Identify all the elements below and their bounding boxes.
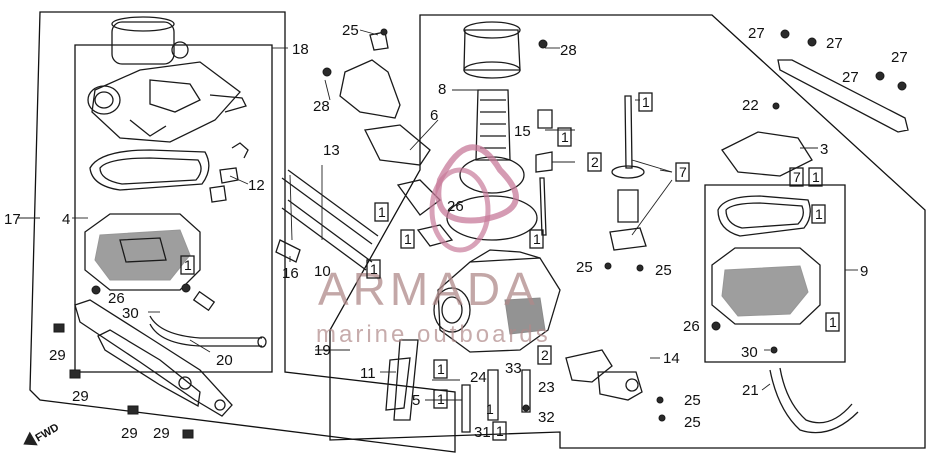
fwd-arrow-icon <box>23 431 38 446</box>
part-label: 7 <box>679 164 687 180</box>
part-label: 29 <box>72 388 89 405</box>
part-label: 10 <box>314 263 331 280</box>
part-label: 1 <box>404 231 412 247</box>
fwd-indicator: FWD <box>23 421 61 446</box>
part-label: 27 <box>891 49 908 66</box>
watermark-subtitle: marine outboards <box>316 321 551 348</box>
part-label: 8 <box>438 81 446 98</box>
part-label: 30 <box>122 305 139 322</box>
part-label: 25 <box>342 22 359 39</box>
carb-main-body-drawing <box>433 249 561 353</box>
part-label: 1 <box>815 206 823 222</box>
part-label: 1 <box>370 261 378 277</box>
part-label: 1 <box>496 423 504 439</box>
part-label: 25 <box>576 259 593 276</box>
part-label: 1 <box>561 129 569 145</box>
part-label: 26 <box>447 198 464 215</box>
accelerator-pump-drawing <box>565 349 643 401</box>
left-assembly-frame <box>29 11 456 453</box>
part-label: 7 <box>793 169 801 185</box>
jet-parts-drawing <box>91 142 249 312</box>
part-label: 13 <box>323 142 340 159</box>
fwd-label: FWD <box>33 421 61 444</box>
watermark-title: ARMADA <box>318 263 539 315</box>
part-label: 28 <box>560 42 577 59</box>
part-label: 19 <box>314 342 331 359</box>
part-label: 30 <box>741 344 758 361</box>
part-label: 33 <box>505 360 522 377</box>
part-label: 5 <box>412 392 420 409</box>
part-label: 1 <box>642 94 650 110</box>
part-label: 15 <box>514 123 531 140</box>
part-labels: 1 1 1 1 1 1 1 1 1 1 1 1 1 1 2 2 3 4 5 6 … <box>4 22 908 442</box>
part-label: 22 <box>742 97 759 114</box>
float-bowl-drawing <box>84 213 201 291</box>
diaphragm-drawing <box>435 144 519 224</box>
drain-hose-drawing <box>149 315 267 348</box>
part-label: 1 <box>184 257 192 273</box>
part-label: 1 <box>812 169 820 185</box>
part-label: 24 <box>470 369 487 386</box>
part-label: 1 <box>378 204 386 220</box>
part-label: 27 <box>842 69 859 86</box>
cover-drawing <box>721 131 813 177</box>
part-label: 18 <box>292 41 309 58</box>
part-label: 4 <box>62 211 70 228</box>
watermark: ARMADA marine outboards <box>316 167 551 348</box>
right-assembly-frame <box>329 14 926 449</box>
right-float-bowl-drawing <box>711 247 821 325</box>
part-label: 28 <box>313 98 330 115</box>
bracket-plates-drawing <box>74 299 233 417</box>
part-label: 2 <box>591 154 599 170</box>
part-label: 21 <box>742 382 759 399</box>
lower-jets-drawing <box>385 339 531 433</box>
part-label: 25 <box>684 392 701 409</box>
part-label: 20 <box>216 352 233 369</box>
part-label: 26 <box>108 290 125 307</box>
part-label: 1 <box>829 314 837 330</box>
part-label: 9 <box>860 263 868 280</box>
part-label: 16 <box>282 265 299 282</box>
right-drain-hose-drawing <box>769 367 859 434</box>
part-label: 2 <box>541 347 549 363</box>
part-label: 32 <box>538 409 555 426</box>
part-label: 6 <box>430 107 438 124</box>
part-label: 23 <box>538 379 555 396</box>
part-label: 27 <box>826 35 843 52</box>
part-label: 12 <box>248 177 265 194</box>
slide-piston-drawing <box>446 21 538 241</box>
part-label: 25 <box>684 414 701 431</box>
carb-assembly-frame <box>74 44 273 373</box>
part-label: 1 <box>437 361 445 377</box>
part-label: 26 <box>683 318 700 335</box>
leader-lines <box>18 29 858 401</box>
part-label: 31 <box>474 424 491 441</box>
top-bracket-drawing <box>777 59 909 133</box>
part-label: 1 <box>486 401 494 417</box>
fasteners-drawing <box>322 28 907 422</box>
part-label: 1 <box>533 231 541 247</box>
right-gasket-drawing <box>717 195 811 237</box>
callout-boxes <box>180 92 840 441</box>
part-label: 25 <box>655 262 672 279</box>
float-chamber-frame <box>704 184 846 363</box>
part-label: 17 <box>4 211 21 228</box>
part-label: 11 <box>360 365 376 382</box>
part-label: 29 <box>49 347 66 364</box>
needle-jet-parts-drawing <box>535 95 647 251</box>
part-label: 14 <box>663 350 680 367</box>
part-label: 27 <box>748 25 765 42</box>
part-label: 1 <box>437 391 445 407</box>
part-label: 29 <box>153 425 170 442</box>
carburetor-body-drawing <box>87 16 247 143</box>
gasket-drawing <box>89 149 210 191</box>
part-label: 3 <box>820 141 828 158</box>
part-label: 29 <box>121 425 138 442</box>
shafts-drawing <box>275 169 379 271</box>
screws-drawing <box>53 323 194 439</box>
